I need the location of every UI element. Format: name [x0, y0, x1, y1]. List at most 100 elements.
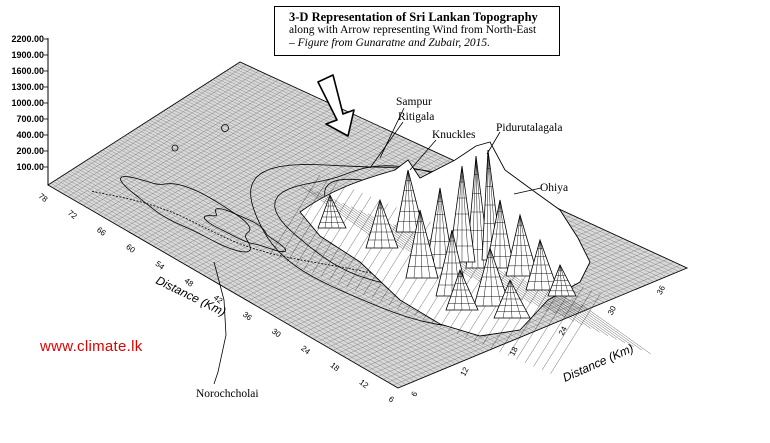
caption-subtitle: along with Arrow representing Wind from …	[289, 24, 537, 36]
elevation-tick-label: 200.00	[16, 146, 44, 156]
mesh-line	[269, 174, 321, 256]
left-tick-label: 54	[153, 259, 166, 272]
left-tick-label: 36	[241, 310, 254, 323]
left-tick-label: 18	[328, 361, 341, 374]
mesh-line	[554, 264, 561, 297]
left-tick-label: 60	[124, 242, 137, 255]
mesh-line	[519, 214, 531, 277]
mesh-line	[312, 192, 363, 274]
mesh-line	[554, 292, 626, 344]
mesh-line	[499, 199, 508, 269]
elevation-tick-label: 1600.00	[11, 66, 44, 76]
mesh-line	[550, 293, 601, 374]
mesh-line	[533, 286, 584, 367]
label-ritigala: Ritigala	[398, 111, 434, 123]
mesh-line	[509, 279, 522, 319]
mesh-line	[413, 209, 421, 279]
contour-line	[203, 208, 287, 253]
mountain-wireframe	[269, 141, 651, 374]
wind-arrow-icon	[317, 74, 355, 137]
mesh-line	[503, 271, 575, 322]
left-tick-label: 12	[358, 378, 371, 391]
caption-title: 3-D Representation of Sri Lankan Topogra…	[289, 10, 538, 24]
left-tick-label: 72	[66, 208, 79, 221]
left-tick-label: 24	[299, 344, 312, 357]
mesh-line	[513, 214, 521, 277]
mesh-line	[546, 289, 617, 340]
right-axis-title: Distance (Km)	[561, 341, 636, 385]
mesh-line	[529, 282, 600, 333]
mesh-line	[407, 169, 418, 233]
mesh-line	[563, 296, 634, 347]
label-pidurutalagala: Pidurutalagala	[496, 122, 562, 134]
mesh-line	[320, 196, 372, 277]
elevation-tick-label: 2200.00	[11, 34, 44, 44]
figure-caption: 3-D Representation of Sri Lankan Topogra…	[274, 6, 560, 56]
contour-line	[221, 124, 229, 132]
elevation-tick-label: 1000.00	[11, 98, 44, 108]
mesh-line	[475, 155, 479, 269]
mesh-line	[329, 194, 333, 229]
mesh-line	[559, 264, 570, 297]
mesh-line	[486, 149, 489, 261]
mesh-line	[492, 199, 501, 269]
mesh-line	[541, 290, 593, 371]
left-tick-label: 6	[387, 394, 396, 404]
mesh-line	[455, 165, 463, 263]
elevation-tick-label: 700.00	[16, 114, 44, 124]
watermark-link[interactable]: www.climate.lk	[40, 338, 143, 355]
mesh-line	[482, 247, 491, 307]
mesh-line	[443, 229, 453, 297]
elevation-tick-label: 1300.00	[11, 82, 44, 92]
mesh-line	[324, 194, 331, 229]
mesh-line	[459, 269, 471, 311]
mesh-line	[519, 214, 523, 277]
mesh-line	[278, 178, 329, 259]
left-tick-label: 66	[95, 225, 108, 238]
mesh-line	[571, 300, 643, 351]
mesh-line	[402, 169, 409, 233]
mesh-line	[533, 239, 541, 291]
mesh-line	[461, 165, 469, 263]
mesh-line	[539, 239, 543, 291]
mesh-line	[354, 210, 406, 292]
label-sampur: Sampur	[396, 96, 432, 108]
leader-lines	[213, 107, 542, 385]
mesh-line	[373, 199, 381, 249]
left-tick-label: 78	[37, 191, 50, 204]
mesh-line	[379, 199, 383, 249]
right-tick-label: 12	[459, 365, 471, 378]
elevation-tick-label: 400.00	[16, 130, 44, 140]
mesh-line	[512, 274, 583, 326]
mesh-line	[580, 303, 651, 354]
label-knuckles: Knuckles	[432, 129, 476, 141]
mesh-line	[419, 209, 431, 279]
mesh-line	[432, 187, 441, 269]
contour-line	[119, 176, 251, 253]
mesh-line	[502, 279, 511, 319]
left-tick-label: 30	[270, 327, 283, 340]
elevation-tick-label: 100.00	[16, 162, 44, 172]
label-norochcholai: Norochcholai	[196, 388, 259, 400]
caption-citation: – Figure from Gunaratne and Zubair, 2015…	[289, 37, 491, 49]
mesh-line	[489, 247, 493, 307]
label-ohiya: Ohiya	[540, 182, 568, 194]
mesh-line	[303, 189, 355, 270]
mesh-line	[509, 279, 513, 319]
right-tick-label: 36	[655, 284, 667, 297]
mesh-line	[308, 188, 379, 239]
right-tick-label: 30	[606, 304, 618, 317]
mesh-line	[559, 264, 563, 297]
mesh-line	[419, 209, 423, 279]
grid-line	[387, 261, 675, 383]
mesh-line	[407, 169, 411, 233]
elevation-axis: 100.00 200.00 400.00 700.00 1000.00 1300.00 16…	[11, 34, 49, 185]
mesh-line	[286, 182, 338, 263]
contour-line	[171, 144, 179, 152]
mesh-line	[539, 239, 551, 291]
grid-line	[392, 264, 681, 386]
mesh-line	[379, 199, 391, 249]
right-tick-label: 6	[409, 389, 419, 398]
elevation-tick-label: 1900.00	[11, 50, 44, 60]
